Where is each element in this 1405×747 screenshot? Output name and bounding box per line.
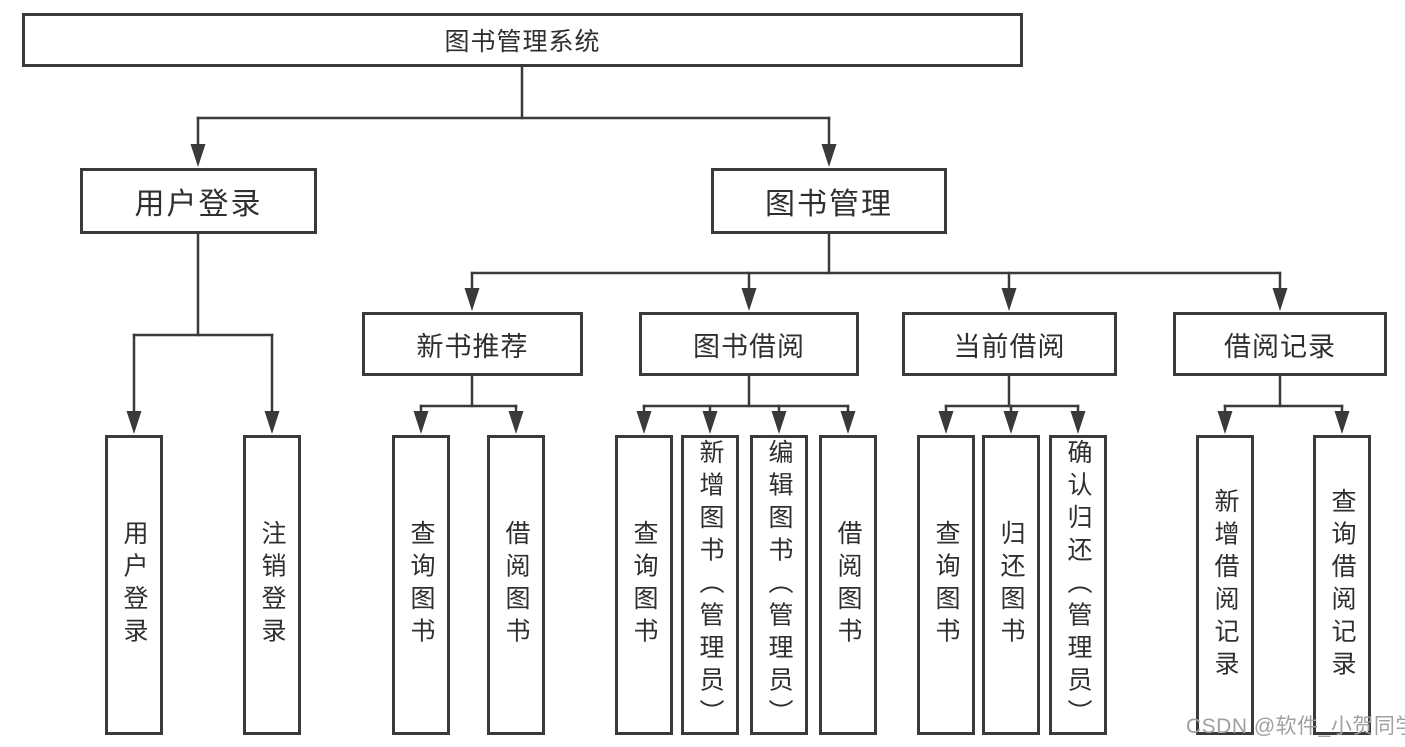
node-leaf-user-login: 用户登录: [105, 435, 163, 735]
node-book-borrowing: 图书借阅: [639, 312, 859, 376]
node-leaf-add-book-admin: 新增图书（管理员）: [681, 435, 739, 735]
connector: [413, 374, 524, 434]
node-leaf-query-book-1: 查询图书: [392, 435, 450, 735]
node-leaf-edit-book-admin: 编辑图书（管理员）: [750, 435, 808, 735]
connector: [636, 374, 856, 434]
arrowhead-down-icon: [1272, 288, 1288, 311]
node-borrow-records: 借阅记录: [1173, 312, 1387, 376]
arrowhead-down-icon: [1070, 411, 1086, 434]
arrowhead-down-icon: [413, 411, 429, 434]
arrowhead-down-icon: [741, 288, 757, 311]
arrowhead-down-icon: [1217, 411, 1233, 434]
arrowhead-down-icon: [1003, 411, 1019, 434]
connector: [464, 232, 1288, 311]
arrowhead-down-icon: [938, 411, 954, 434]
node-leaf-confirm-return-admin: 确认归还（管理员）: [1049, 435, 1107, 735]
arrowhead-down-icon: [264, 411, 280, 434]
connector: [190, 65, 837, 167]
node-leaf-query-borrow-record: 查询借阅记录: [1313, 435, 1371, 735]
node-leaf-return-book: 归还图书: [982, 435, 1040, 735]
arrowhead-down-icon: [702, 411, 718, 434]
connector: [1217, 374, 1350, 434]
arrowhead-down-icon: [1001, 288, 1017, 311]
node-library-system: 图书管理系统: [22, 13, 1023, 67]
arrowhead-down-icon: [1334, 411, 1350, 434]
csdn-watermark: CSDN @软件_小贺同学: [1186, 715, 1405, 738]
arrowhead-down-icon: [508, 411, 524, 434]
arrowhead-down-icon: [821, 144, 837, 167]
node-user-login: 用户登录: [80, 168, 317, 234]
arrowhead-down-icon: [126, 411, 142, 434]
arrowhead-down-icon: [771, 411, 787, 434]
node-new-book-recommend: 新书推荐: [362, 312, 583, 376]
node-book-management: 图书管理: [711, 168, 947, 234]
node-leaf-add-borrow-record: 新增借阅记录: [1196, 435, 1254, 735]
arrowhead-down-icon: [636, 411, 652, 434]
arrowhead-down-icon: [464, 288, 480, 311]
connector: [126, 232, 280, 434]
node-leaf-logout: 注销登录: [243, 435, 301, 735]
arrowhead-down-icon: [190, 144, 206, 167]
connector: [938, 374, 1086, 434]
node-leaf-borrow-book-2: 借阅图书: [819, 435, 877, 735]
node-leaf-borrow-book-1: 借阅图书: [487, 435, 545, 735]
node-leaf-query-book-2: 查询图书: [615, 435, 673, 735]
arrowhead-down-icon: [840, 411, 856, 434]
node-leaf-query-book-3: 查询图书: [917, 435, 975, 735]
node-current-borrowing: 当前借阅: [902, 312, 1117, 376]
